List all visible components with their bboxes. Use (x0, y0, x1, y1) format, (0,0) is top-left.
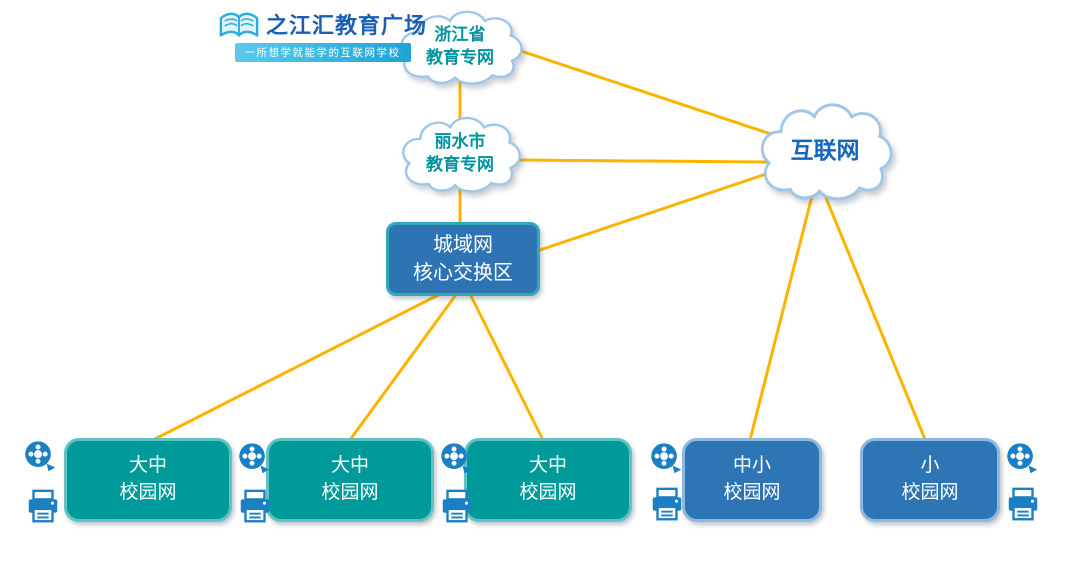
printer-icon (651, 487, 683, 521)
open-book-icon (219, 12, 259, 37)
node-internet: 互联网 (752, 92, 898, 210)
node-province-label: 浙江省 教育专网 (426, 25, 494, 67)
camera-icon (239, 443, 270, 474)
edge-core-campus1 (143, 288, 450, 446)
node-campus-4: 中小 校园网 (682, 438, 822, 522)
camera-icon (441, 443, 472, 474)
node-core-switch: 城域网 核心交换区 (386, 222, 540, 296)
node-city-network: 丽水市 教育专网 (394, 108, 526, 200)
printer-icon (441, 489, 473, 523)
node-province-network: 浙江省 教育专网 (392, 2, 528, 92)
node-campus-2: 大中 校园网 (266, 438, 434, 522)
edge-internet-campus4 (747, 194, 814, 446)
logo-title: 之江汇教育广场 (266, 13, 428, 39)
edge-core-campus2 (345, 290, 460, 446)
printer-icon (1007, 487, 1039, 521)
logo-subtitle: 一所想学就能学的互联网学校 (234, 43, 411, 62)
camera-icon (651, 443, 682, 474)
node-internet-label: 互联网 (790, 137, 860, 164)
logo-header: 之江汇教育广场 (218, 8, 427, 40)
camera-icon (25, 441, 56, 472)
edge-city-internet (516, 158, 770, 164)
printer-icon (27, 489, 59, 523)
edge-core-internet (532, 170, 774, 254)
node-city-label: 丽水市 教育专网 (426, 132, 494, 174)
camera-icon (1007, 443, 1038, 474)
node-campus-1: 大中 校园网 (64, 438, 232, 522)
edge-core-campus3 (466, 288, 547, 446)
node-campus-3: 大中 校园网 (464, 438, 632, 522)
printer-icon (239, 489, 271, 523)
logo: 之江汇教育广场 一所想学就能学的互联网学校 (218, 8, 427, 62)
node-campus-5: 小 校园网 (860, 438, 1000, 522)
edge-internet-campus5 (824, 196, 929, 446)
edge-province-internet (504, 44, 797, 144)
